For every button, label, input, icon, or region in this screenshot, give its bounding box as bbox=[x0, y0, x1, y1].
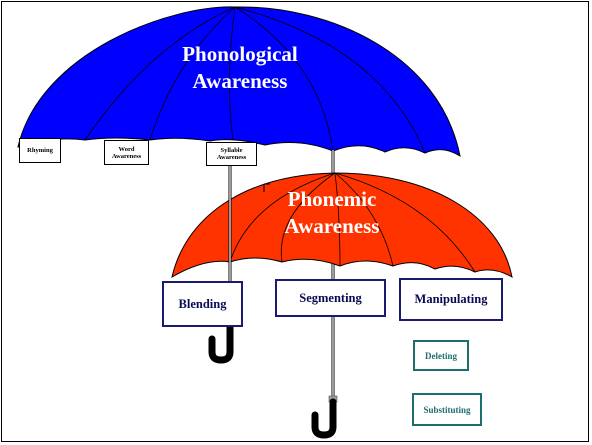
blending-box: Blending bbox=[162, 281, 243, 327]
rhyming-label: Rhyming bbox=[27, 147, 53, 154]
deleting-box: Deleting bbox=[413, 340, 469, 371]
segmenting-label: Segmenting bbox=[299, 290, 362, 305]
deleting-label: Deleting bbox=[425, 350, 457, 361]
inner-umbrella-canopy bbox=[171, 172, 513, 279]
syllable-awareness-label-line2: Awareness bbox=[216, 154, 247, 161]
phonemic-title-line1: Phonemic bbox=[287, 187, 377, 211]
manipulating-box: Manipulating bbox=[399, 278, 503, 321]
manipulating-label: Manipulating bbox=[414, 292, 488, 306]
blending-label: Blending bbox=[178, 296, 227, 311]
syllable-awareness-box: Syllable Awareness bbox=[206, 142, 257, 166]
phonological-title-line2: Awareness bbox=[192, 69, 288, 93]
word-awareness-box: Word Awareness bbox=[104, 140, 149, 165]
segmenting-box: Segmenting bbox=[275, 279, 386, 317]
phonological-awareness-title: Phonological Awareness bbox=[160, 41, 320, 95]
outer-umbrella-handle bbox=[311, 398, 337, 439]
substituting-label: Substituting bbox=[423, 404, 471, 415]
word-awareness-label-line2: Awareness bbox=[111, 152, 142, 160]
inner-umbrella-handle bbox=[208, 323, 234, 364]
substituting-box: Substituting bbox=[412, 393, 482, 426]
rhyming-box: Rhyming bbox=[19, 138, 61, 163]
phonemic-awareness-title: Phonemic Awareness bbox=[257, 186, 407, 240]
outer-umbrella-canopy bbox=[17, 6, 461, 158]
syllable-awareness-label-line1: Syllable bbox=[220, 147, 243, 154]
word-awareness-label-line1: Word bbox=[118, 145, 135, 153]
phonological-title-line1: Phonological bbox=[182, 42, 298, 66]
phonemic-title-line2: Awareness bbox=[284, 214, 380, 238]
